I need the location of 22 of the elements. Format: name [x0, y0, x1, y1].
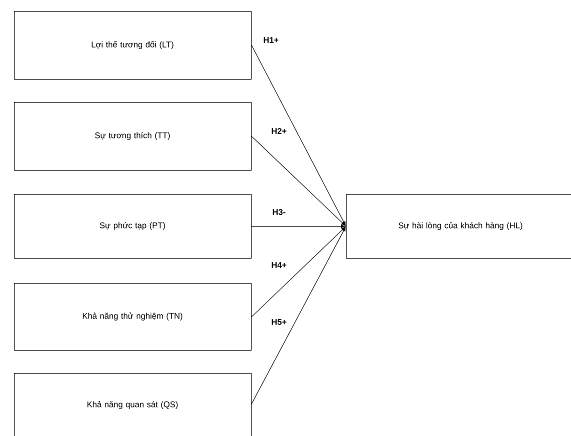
edge-label: H1+ [264, 37, 278, 43]
arrow [251, 226, 346, 318]
edge-label: H4+ [272, 262, 286, 268]
box-label: Sự tương thích (TT) [95, 132, 170, 140]
arrow [251, 136, 346, 226]
concept-box [14, 102, 252, 171]
arrow [251, 45, 346, 226]
box-label: Sự phức tạp (PT) [100, 222, 165, 230]
edge-label: H5+ [272, 319, 286, 325]
box-label: Sự hài lòng của khách hàng (HL) [398, 222, 522, 230]
edge-label: H2+ [272, 128, 286, 134]
box-label: Khả năng quan sát (QS) [88, 401, 178, 409]
concept-box [14, 283, 252, 351]
edge-label: H3- [272, 209, 286, 215]
arrow [251, 224, 346, 228]
concept-box [346, 194, 571, 259]
box-label: Khả năng thử nghiệm (TN) [82, 312, 182, 320]
concept-box [14, 194, 252, 259]
concept-box [14, 373, 252, 436]
concept-box [14, 11, 252, 80]
box-label: Lợi thế tương đối (LT) [92, 40, 174, 50]
arrow [250, 227, 346, 406]
